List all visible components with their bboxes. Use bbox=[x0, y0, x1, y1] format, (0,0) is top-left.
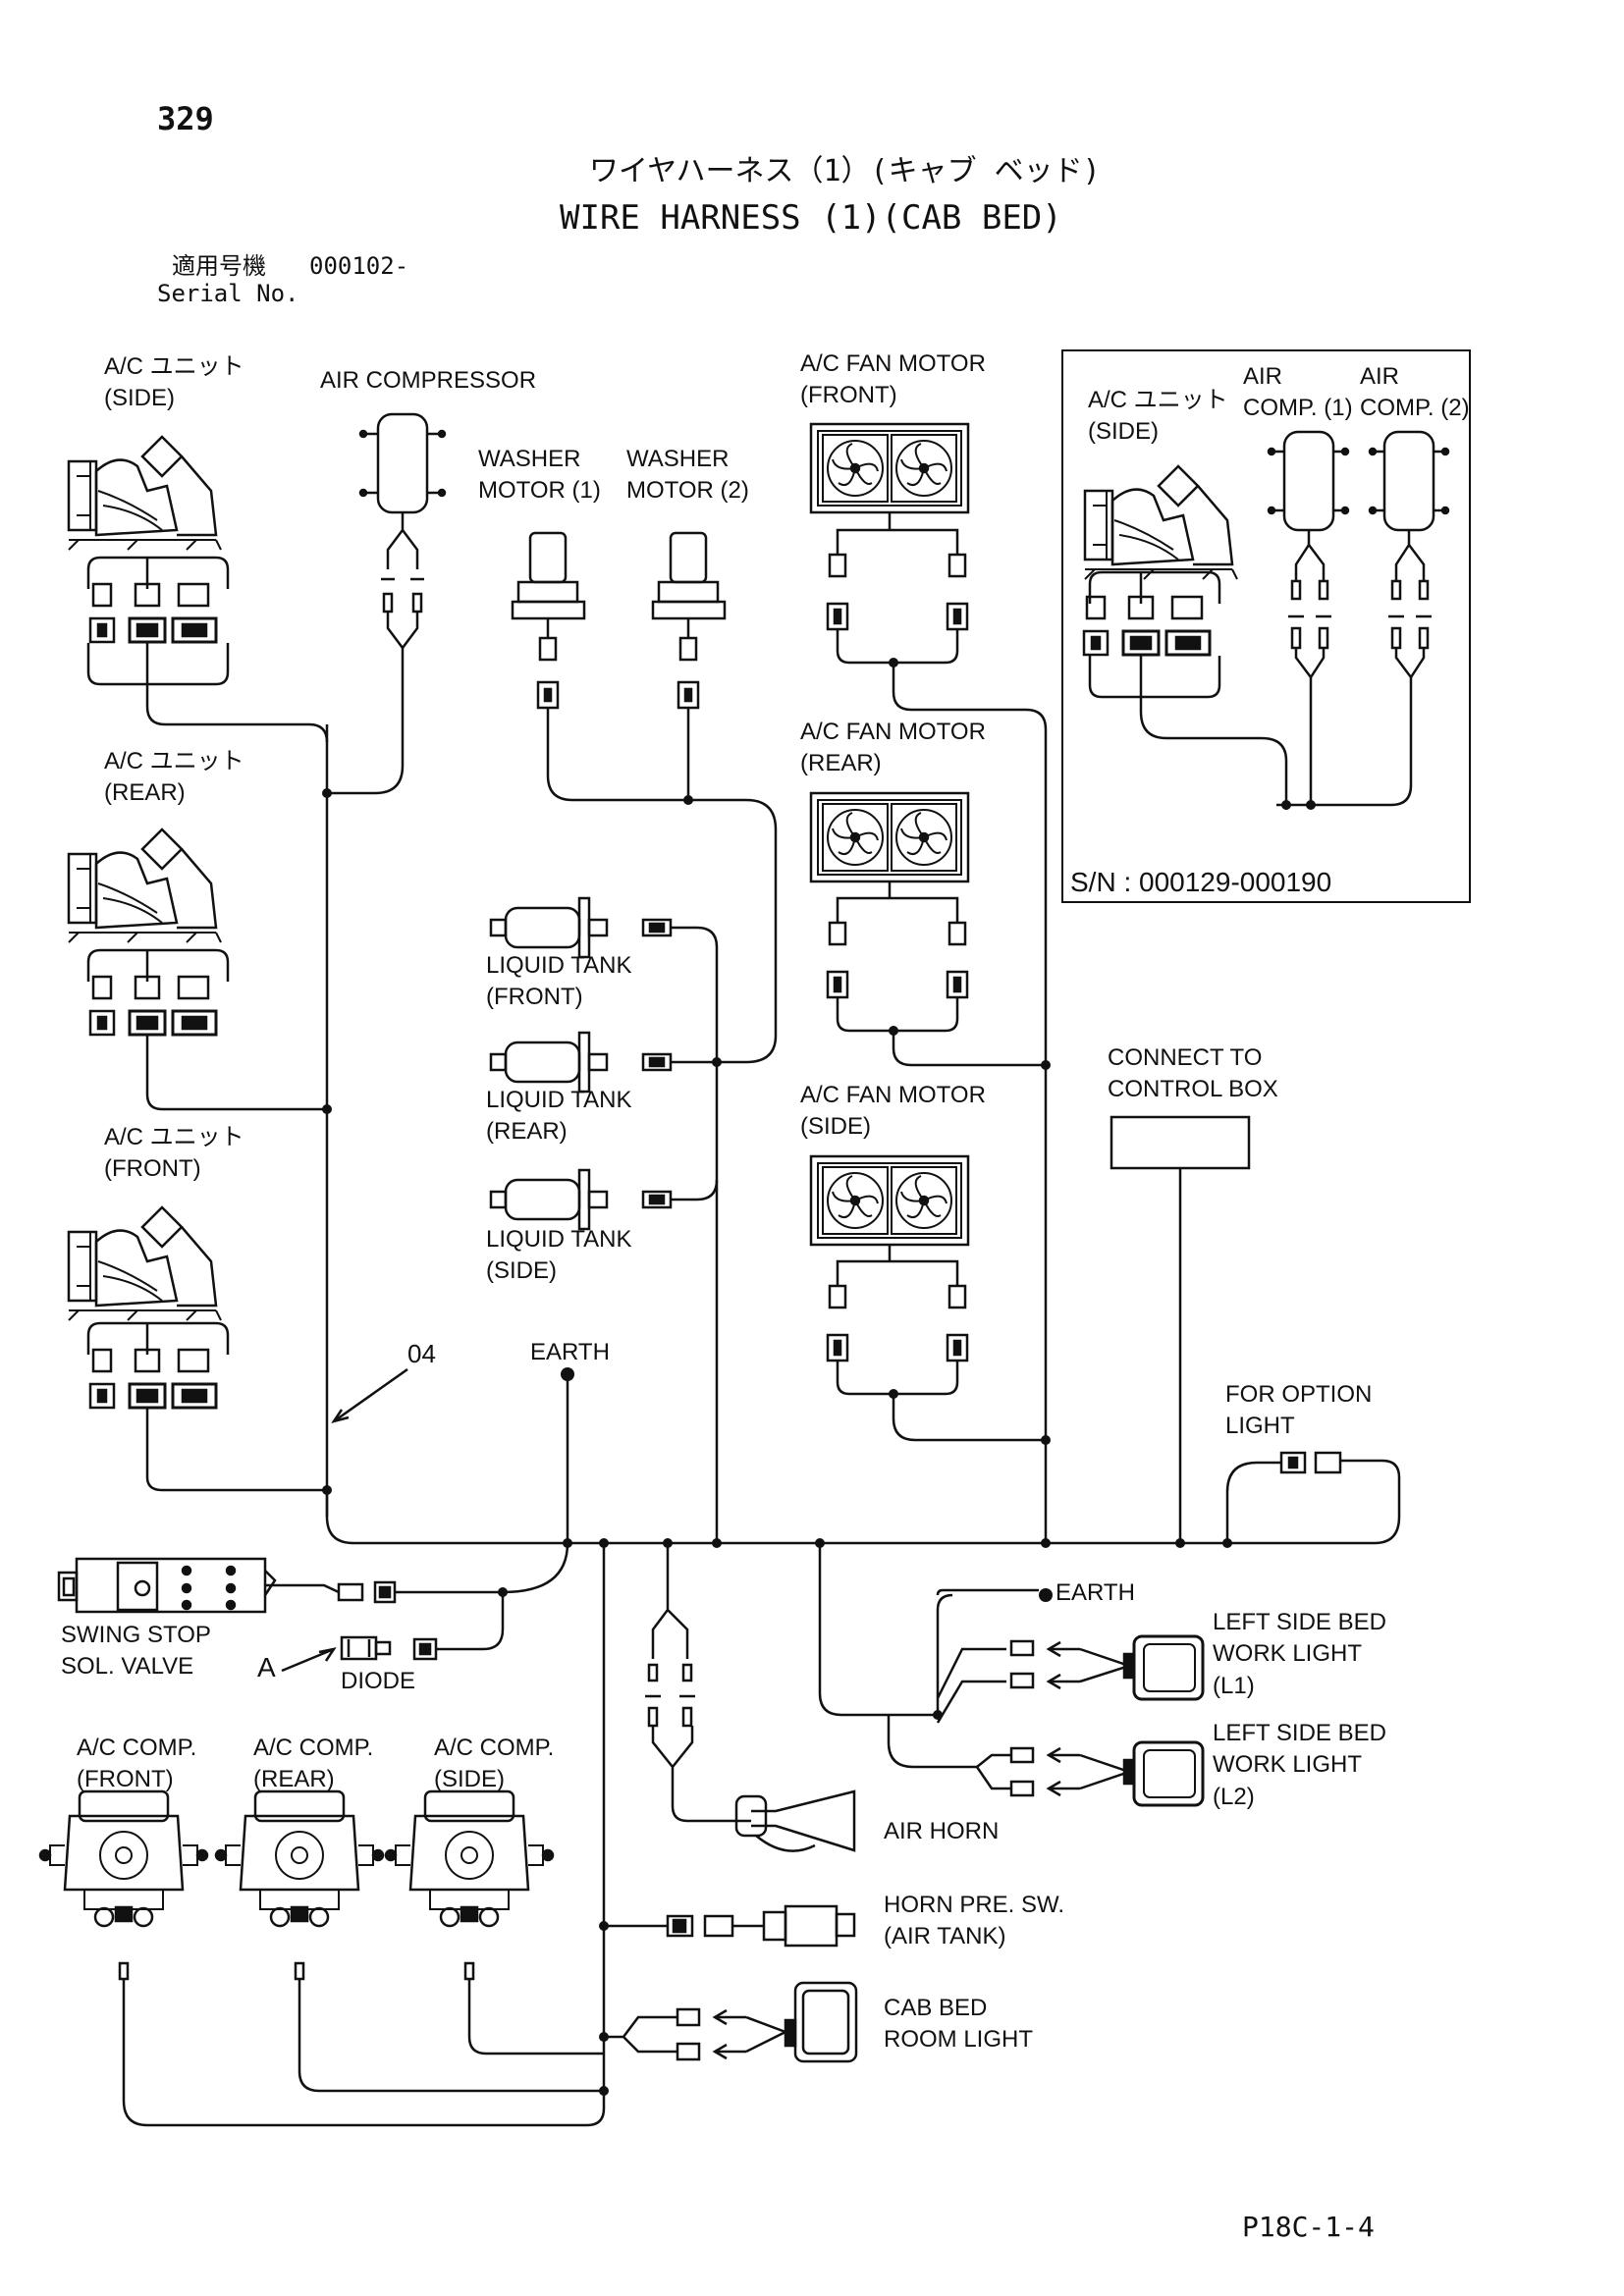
air-compressor-label: AIR COMPRESSOR bbox=[320, 367, 537, 394]
inset-air-comp-1-label: AIR COMP. (1) bbox=[1243, 363, 1353, 422]
fan-side-label: A/C FAN MOTOR (SIDE) bbox=[800, 1082, 986, 1141]
liquid-tank-front-label: LIQUID TANK (FRONT) bbox=[486, 952, 632, 1011]
horn-pressure-switch-label: HORN PRE. SW. (AIR TANK) bbox=[884, 1892, 1065, 1950]
ac-unit-rear-label: A/C ユニット (REAR) bbox=[104, 748, 244, 807]
left-bed-light-2-label: LEFT SIDE BED WORK LIGHT (L2) bbox=[1213, 1720, 1386, 1810]
inset-serial-range: S/N : 000129-000190 bbox=[1070, 867, 1332, 897]
serial-label-japanese: 適用号機 bbox=[172, 252, 266, 280]
inset-ac-unit-side-label: A/C ユニット (SIDE) bbox=[1088, 387, 1228, 446]
callout-a: A bbox=[257, 1652, 276, 1682]
ac-comp-side-label: A/C COMP. (SIDE) bbox=[434, 1735, 555, 1793]
ac-comp-rear-label: A/C COMP. (REAR) bbox=[253, 1735, 374, 1793]
washer-motor-1-label: WASHER MOTOR (1) bbox=[478, 446, 601, 505]
inset-air-comp-2-label: AIR COMP. (2) bbox=[1360, 363, 1470, 422]
diode-label: DIODE bbox=[341, 1668, 416, 1694]
footer-code: P18C-1-4 bbox=[1242, 2211, 1375, 2243]
serial-label-english: Serial No. bbox=[157, 280, 299, 307]
air-horn-label: AIR HORN bbox=[884, 1818, 1000, 1844]
title-english: WIRE HARNESS (1)(CAB BED) bbox=[560, 198, 1062, 238]
left-bed-light-1-label: LEFT SIDE BED WORK LIGHT (L1) bbox=[1213, 1609, 1386, 1699]
liquid-tank-rear-label: LIQUID TANK (REAR) bbox=[486, 1087, 632, 1146]
title-japanese: ワイヤハーネス（1）(キャブ ベッド) bbox=[589, 154, 1101, 188]
earth-label-1: EARTH bbox=[530, 1339, 610, 1365]
earth-label-2: EARTH bbox=[1056, 1579, 1135, 1606]
ac-comp-front-label: A/C COMP. (FRONT) bbox=[77, 1735, 197, 1793]
fan-front-label: A/C FAN MOTOR (FRONT) bbox=[800, 350, 986, 409]
cab-bed-room-light-label: CAB BED ROOM LIGHT bbox=[884, 1995, 1034, 2054]
serial-value: 000102- bbox=[309, 252, 409, 280]
callout-04: 04 bbox=[407, 1339, 436, 1368]
ac-unit-front-label: A/C ユニット (FRONT) bbox=[104, 1124, 244, 1183]
option-light-label: FOR OPTION LIGHT bbox=[1225, 1381, 1373, 1440]
control-box-label: CONNECT TO CONTROL BOX bbox=[1108, 1044, 1278, 1103]
page-number: 329 bbox=[157, 100, 214, 137]
ac-unit-side-label: A/C ユニット (SIDE) bbox=[104, 353, 244, 412]
fan-rear-label: A/C FAN MOTOR (REAR) bbox=[800, 719, 986, 777]
washer-motor-2-label: WASHER MOTOR (2) bbox=[626, 446, 749, 505]
swing-stop-label: SWING STOP SOL. VALVE bbox=[61, 1622, 211, 1681]
liquid-tank-side-label: LIQUID TANK (SIDE) bbox=[486, 1226, 632, 1285]
